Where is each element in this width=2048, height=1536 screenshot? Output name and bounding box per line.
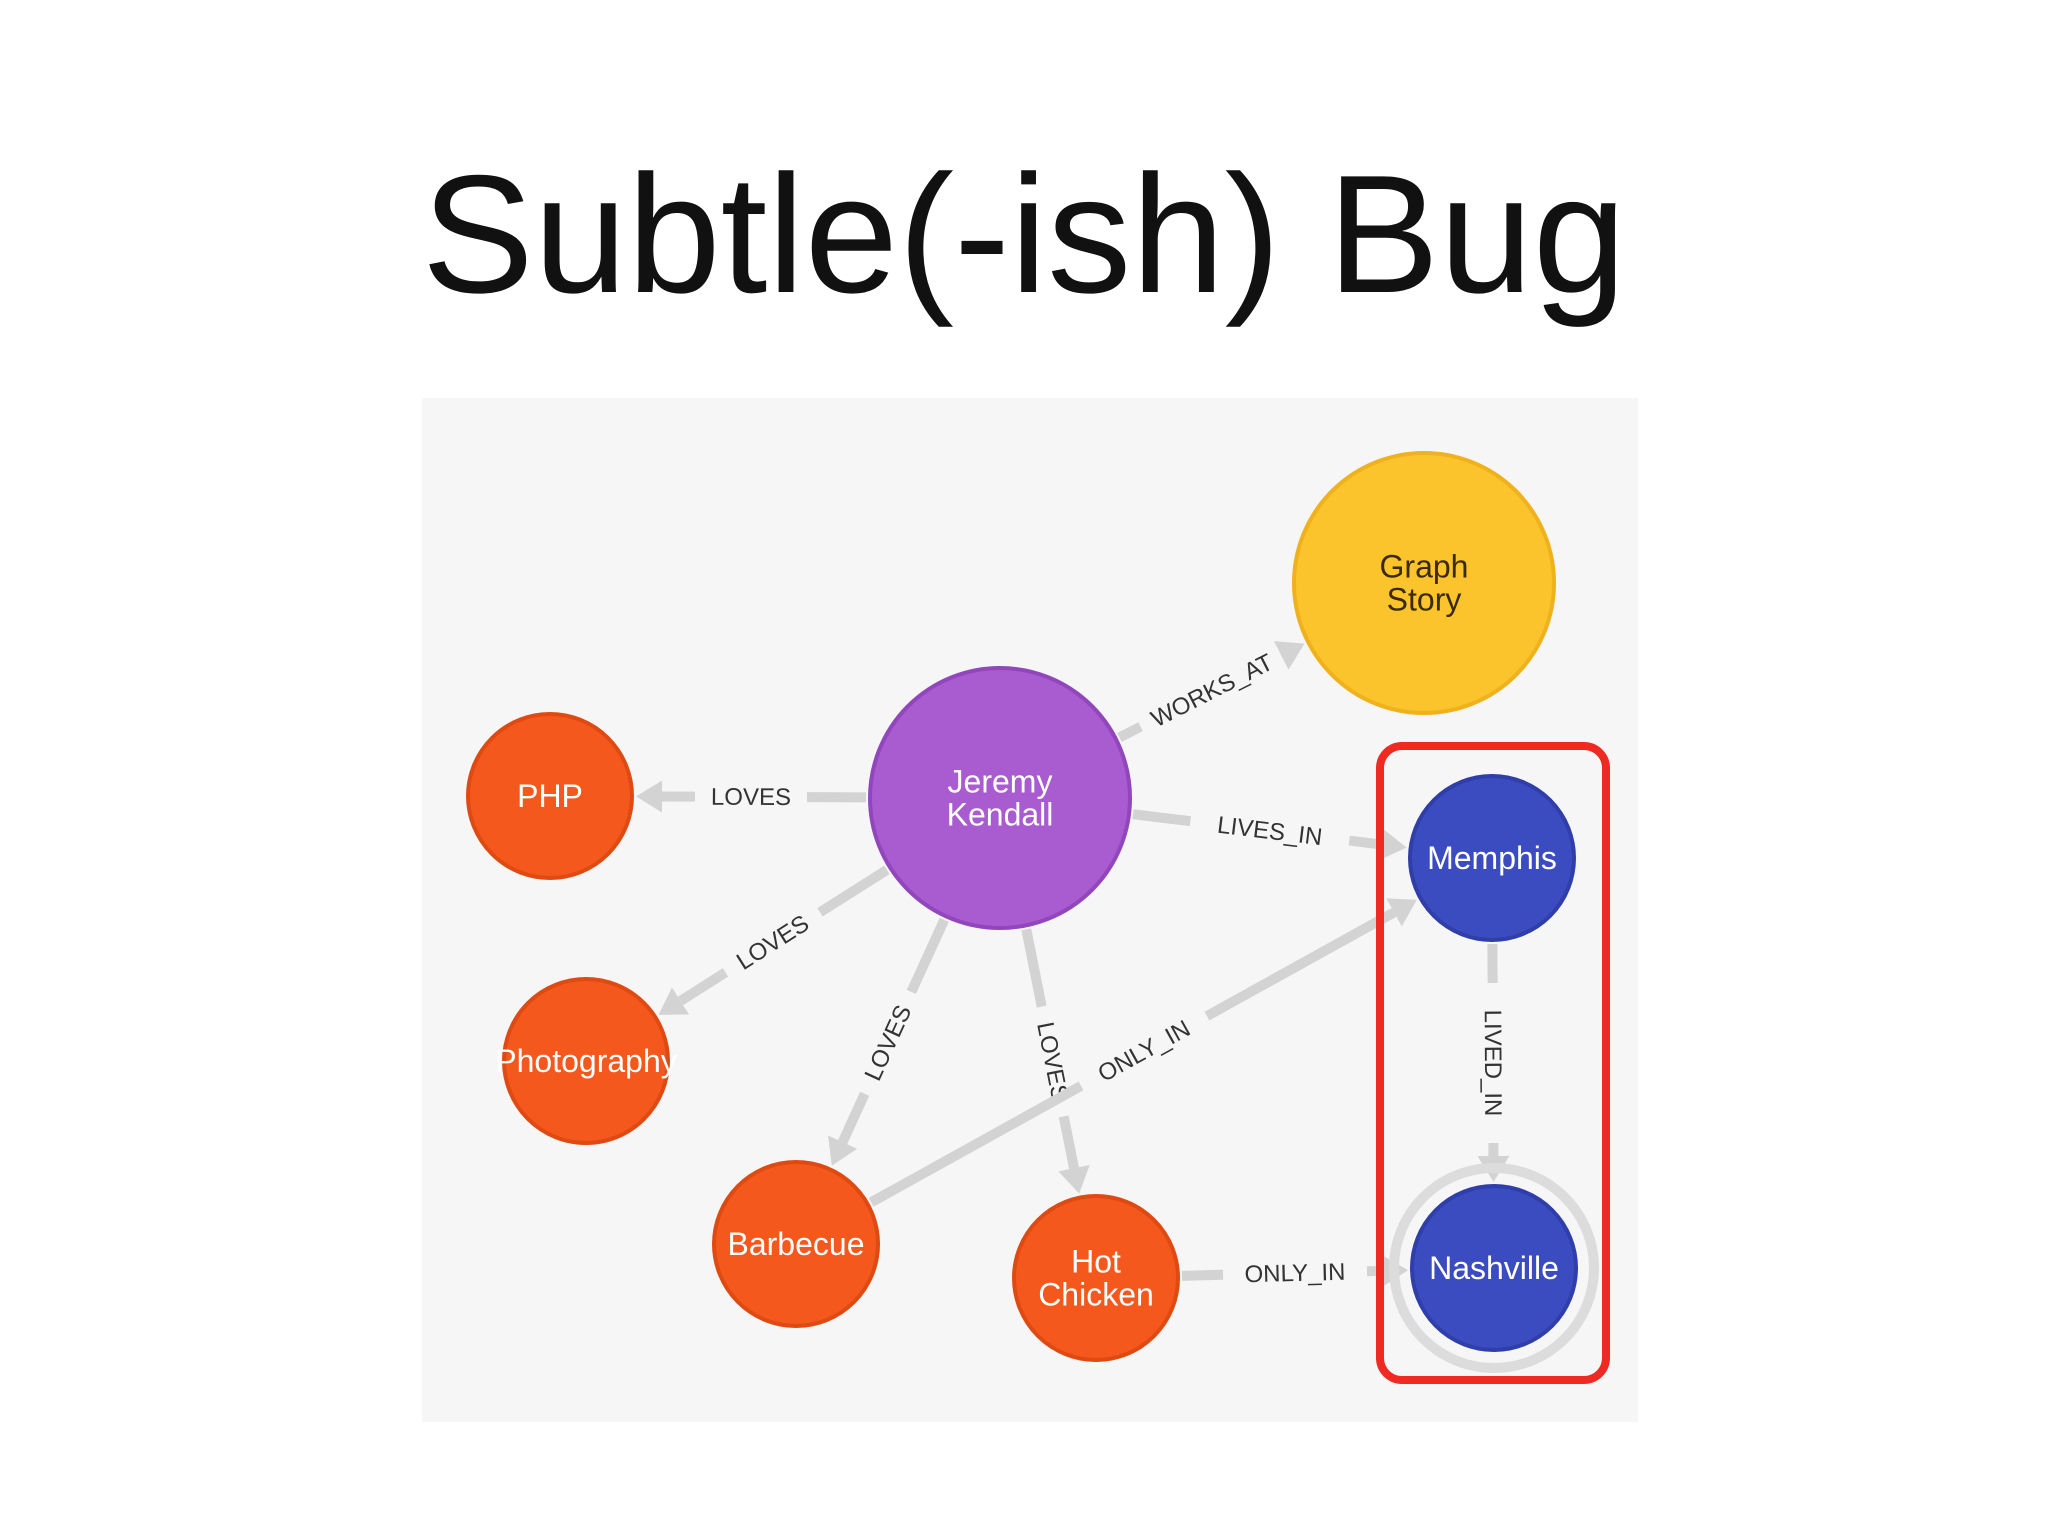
edge-label: ONLY_IN (1094, 1015, 1195, 1088)
node-circle (1410, 1184, 1578, 1352)
edge-label: LOVES (711, 784, 791, 811)
node-label: PHP (517, 778, 583, 814)
edge-line (1132, 809, 1192, 827)
edge-line (1117, 722, 1143, 742)
edge-e-only-in-nashville[interactable]: ONLY_IN (1181, 1254, 1409, 1289)
node-label: Memphis (1427, 840, 1557, 876)
node-circle (712, 1160, 880, 1328)
node-photography[interactable]: Photography (495, 977, 677, 1145)
edge-e-loves-barbecue[interactable]: LOVES (828, 917, 949, 1166)
edge-label: LIVES_IN (1216, 812, 1324, 852)
edge-label: LIVED_IN (1479, 1010, 1507, 1117)
arrowhead-icon (635, 780, 663, 813)
edge-line (677, 968, 729, 1006)
arrowhead-icon (1274, 641, 1305, 670)
node-label: Nashville (1429, 1250, 1559, 1286)
selection-ring (1389, 1163, 1599, 1373)
edge-e-loves-hotchicken[interactable]: LOVES (1021, 928, 1090, 1194)
node-barbecue[interactable]: Barbecue (712, 1160, 880, 1328)
edge-line (906, 917, 949, 994)
highlight-box (1376, 742, 1610, 1384)
edge-e-loves-photography[interactable]: LOVES (658, 865, 890, 1015)
node-label: Photography (495, 1043, 676, 1079)
arrowhead-icon (658, 987, 690, 1015)
node-label: Barbecue (728, 1226, 865, 1262)
node-circle (1408, 774, 1576, 942)
edge-line (1348, 835, 1382, 850)
edge-e-lived-in[interactable]: LIVED_IN (1477, 943, 1510, 1183)
edge-line (868, 1081, 1084, 1207)
highlight-layer (1376, 742, 1610, 1384)
arrowhead-icon (1378, 828, 1407, 861)
node-label: Hot (1071, 1244, 1121, 1280)
edge-label: ONLY_IN (1244, 1259, 1346, 1289)
edge-e-only-in-memphis[interactable]: ONLY_IN (868, 898, 1417, 1207)
edge-e-lives-in[interactable]: LIVES_IN (1132, 809, 1407, 861)
node-circle (502, 977, 670, 1145)
edge-line (817, 865, 890, 917)
edge-label: LOVES (732, 910, 814, 976)
node-label: Graph (1380, 549, 1469, 585)
node-label: Kendall (947, 797, 1054, 833)
node-circle (868, 666, 1132, 930)
edge-line (838, 1091, 870, 1145)
edge-label: WORKS_AT (1147, 649, 1278, 733)
edge-line (1021, 928, 1047, 1008)
edge-line (1058, 1115, 1079, 1170)
arrowhead-icon (1386, 898, 1417, 927)
node-circle (466, 712, 634, 880)
node-nashville[interactable]: Nashville (1389, 1163, 1599, 1373)
edge-e-loves-php[interactable]: LOVES (635, 780, 867, 813)
edge-label: LOVES (860, 1001, 918, 1085)
node-label: Jeremy (948, 764, 1053, 800)
node-memphis[interactable]: Memphis (1408, 774, 1576, 942)
node-php[interactable]: PHP (466, 712, 634, 880)
node-label: Story (1387, 582, 1462, 618)
arrowhead-icon (828, 1135, 858, 1166)
node-circle (1292, 451, 1556, 715)
edge-line (1204, 907, 1397, 1021)
arrowhead-icon (1058, 1165, 1090, 1194)
edge-e-works-at[interactable]: WORKS_AT (1117, 641, 1305, 742)
node-label: Chicken (1038, 1277, 1154, 1313)
node-circle (1012, 1194, 1180, 1362)
slide-title: Subtle(-ish) Bug (421, 140, 1627, 328)
edge-line (1181, 1269, 1224, 1281)
